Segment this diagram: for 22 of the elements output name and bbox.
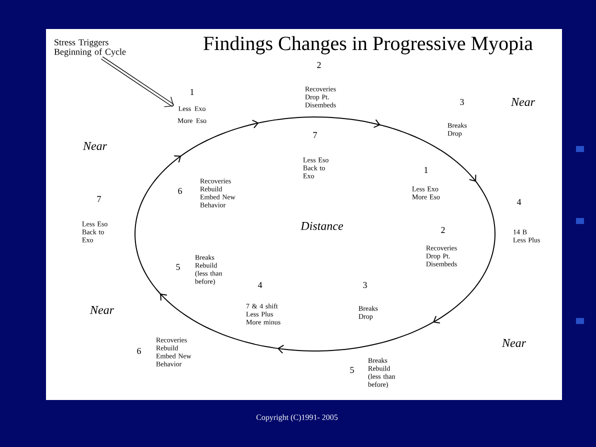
step-number: 1 (424, 167, 428, 173)
step-number: 4 (516, 199, 522, 205)
title: Findings Changes in Progressive Myopia (204, 36, 533, 54)
zone-label: Near (502, 339, 526, 347)
annotation-text: Stress Triggers Beginning of Cycle (54, 39, 126, 57)
step-number: 2 (317, 62, 321, 68)
zone-label: Near (90, 306, 114, 314)
step-number: 7 (97, 196, 101, 202)
copyright-text: Copyright (C)1991- 2005 (256, 414, 338, 422)
step-number: 4 (258, 282, 262, 288)
step-number: 3 (460, 98, 464, 106)
zone-label: Near (82, 142, 108, 150)
zone-label: Near (510, 98, 536, 106)
step-number: 5 (176, 264, 180, 270)
step-number: 5 (350, 367, 354, 373)
double-arrow (101, 56, 174, 108)
step-number: 6 (178, 188, 182, 194)
step-number: 6 (137, 348, 141, 354)
step-number: 2 (441, 227, 445, 233)
step-number: 7 (313, 132, 317, 138)
step-number: 3 (363, 282, 367, 288)
zone-label: Distance (300, 222, 344, 230)
